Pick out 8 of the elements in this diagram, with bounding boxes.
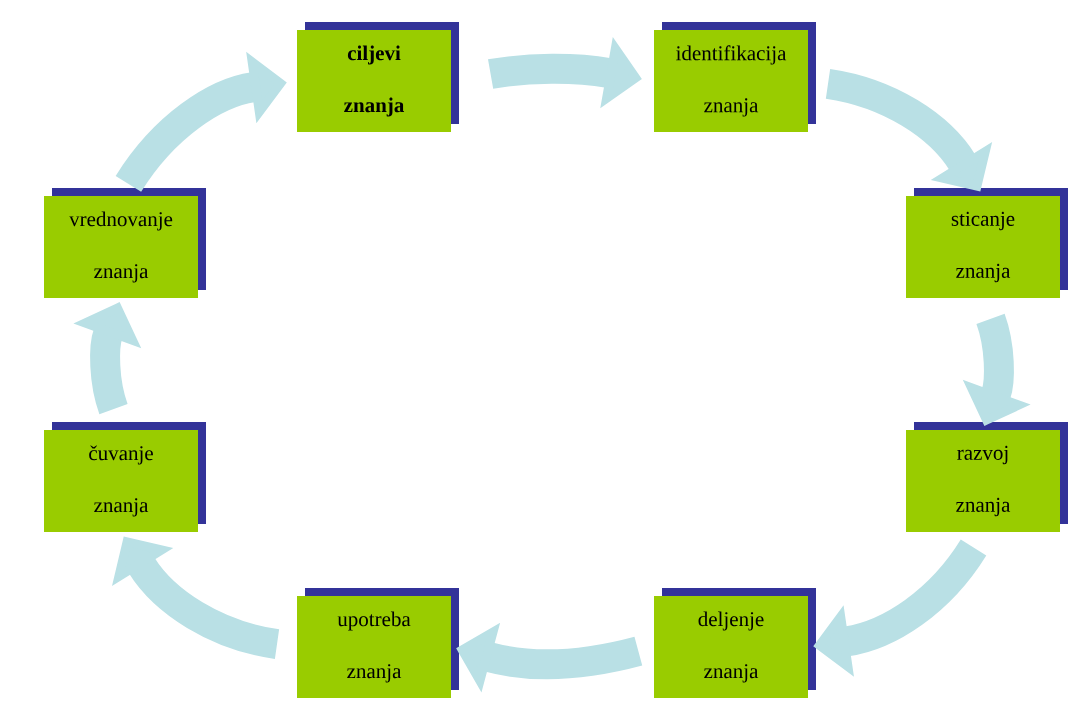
process-box: čuvanje znanja bbox=[44, 422, 206, 532]
process-box: upotreba znanja bbox=[297, 588, 459, 698]
process-box: vrednovanje znanja bbox=[44, 188, 206, 298]
process-box: identifikacija znanja bbox=[654, 22, 816, 132]
process-box: razvoj znanja bbox=[906, 422, 1068, 532]
process-box: deljenje znanja bbox=[654, 588, 816, 698]
process-box: sticanje znanja bbox=[906, 188, 1068, 298]
process-box: ciljevi znanja bbox=[297, 22, 459, 132]
